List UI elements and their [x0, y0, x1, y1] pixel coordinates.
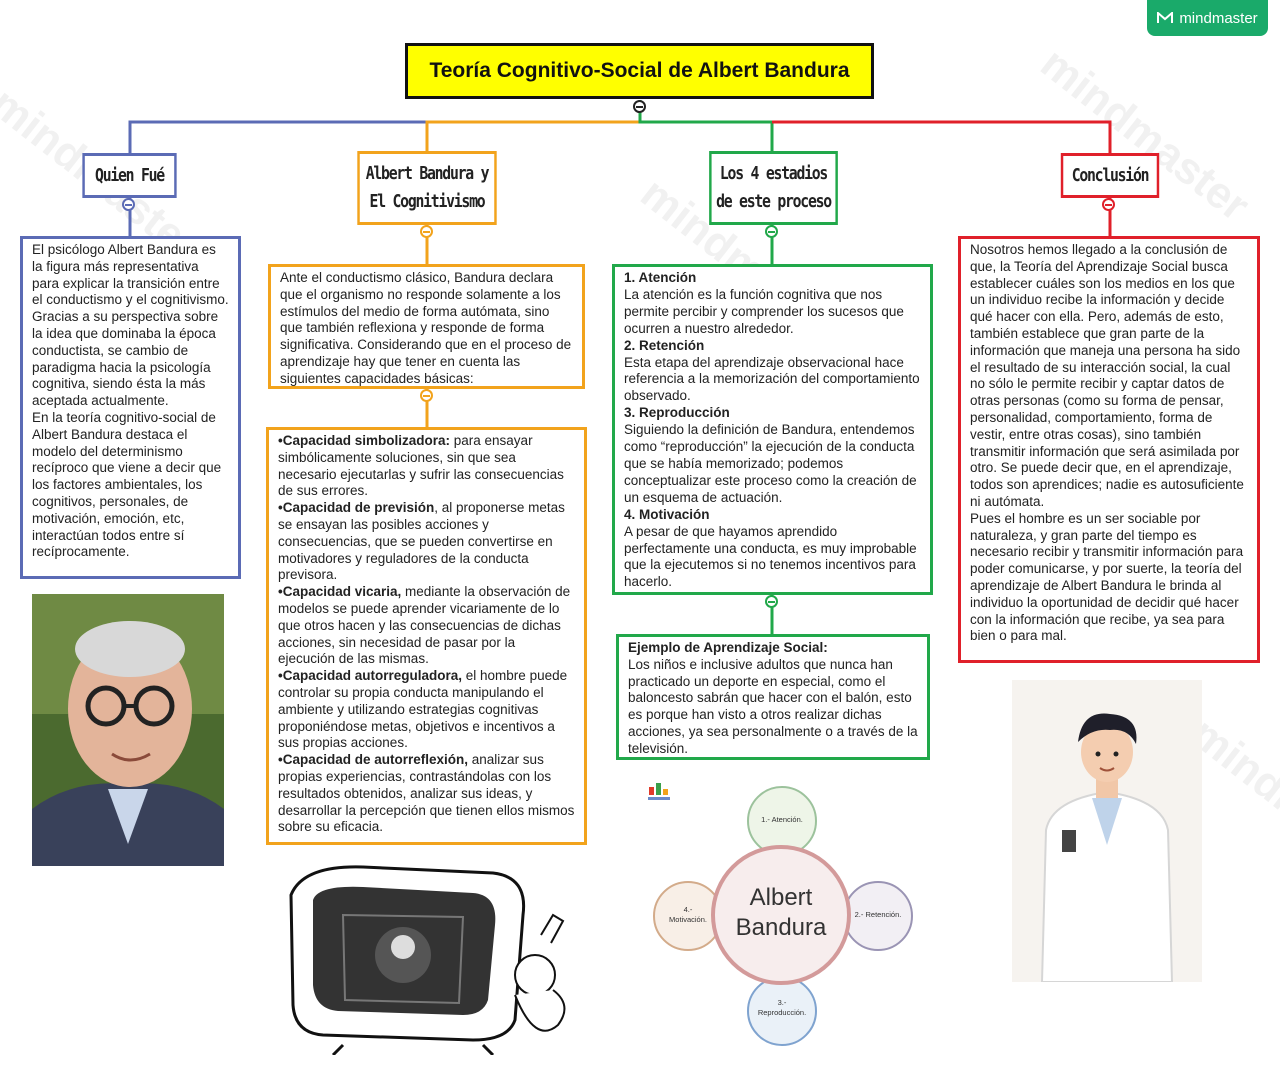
collapse-icon[interactable] — [122, 198, 135, 211]
capacidad-item: •Capacidad de autorreflexión, analizar s… — [278, 752, 575, 835]
connector-quien — [128, 100, 642, 153]
map-title: Teoría Cognitivo-Social de Albert Bandur… — [405, 43, 874, 99]
stage-label: 2.- Retención. — [854, 910, 902, 919]
collapse-icon[interactable] — [420, 225, 433, 238]
conclusion-text-box: Nosotros hemos llegado a la conclusión d… — [958, 236, 1260, 663]
estadio-heading: 3. Reproducción — [624, 405, 730, 421]
stage-label: 3.- Reproducción. — [757, 998, 807, 1017]
tv-cartoon-image — [283, 855, 578, 1055]
center-label: Albert Bandura — [735, 884, 827, 941]
doctor-illustration — [1012, 680, 1202, 982]
quien-text-box: El psicólogo Albert Bandura es la figura… — [20, 236, 241, 579]
stage-label: 4.- Motivación. — [669, 905, 707, 924]
brand-label: mindmaster — [1179, 9, 1258, 27]
capacidad-item: •Capacidad autorreguladora, el hombre pu… — [278, 668, 568, 751]
ejemplo-box: Ejemplo de Aprendizaje Social: Los niños… — [616, 634, 930, 760]
branch-conclusion-title: Conclusión — [1060, 153, 1160, 198]
cognitivismo-intro-box: Ante el conductismo clásico, Bandura dec… — [268, 264, 585, 389]
capacidad-item: •Capacidad vicaria, mediante la observac… — [278, 584, 571, 667]
stages-diagram-shapes — [653, 786, 913, 1046]
connector-estadios — [638, 100, 774, 153]
mindmaster-logo-icon — [1157, 12, 1174, 23]
connector-cognitivismo — [425, 120, 640, 153]
collapse-icon[interactable] — [1102, 198, 1115, 211]
collapse-icon[interactable] — [765, 595, 778, 608]
branch-estadios-title: Los 4 estadios de este proceso — [709, 151, 838, 225]
estadio-heading: 2. Retención — [624, 337, 705, 353]
bandura-photo — [32, 594, 224, 866]
stages-diagram: Albert Bandura 1.- Atención. 2.- Retenci… — [650, 785, 915, 1050]
estadio-text: Esta etapa del aprendizaje observacional… — [624, 354, 920, 404]
branch-quien-title: Quien Fué — [82, 153, 177, 198]
capacidades-box: •Capacidad simbolizadora: para ensayar s… — [266, 427, 587, 845]
estadio-heading: 1. Atención — [624, 270, 697, 285]
estadio-text: Siguiendo la definición de Bandura, ente… — [624, 422, 917, 505]
collapse-icon[interactable] — [420, 389, 433, 402]
collapse-icon[interactable] — [765, 225, 778, 238]
stage-label: 1.- Atención. — [761, 815, 803, 824]
branch-cognitivismo-title: Albert Bandura y El Cognitivismo — [357, 151, 497, 225]
capacidad-item: •Capacidad simbolizadora: para ensayar s… — [278, 433, 564, 499]
mindmaster-badge[interactable]: mindmaster — [1147, 0, 1268, 36]
collapse-icon[interactable] — [633, 100, 646, 113]
center-circle — [711, 845, 851, 985]
estadio-heading: 4. Motivación — [624, 506, 710, 522]
connector-conclusion — [772, 120, 1112, 153]
ejemplo-text: Los niños e inclusive adultos que nunca … — [628, 656, 918, 756]
estadio-text: La atención es la función cognitiva que … — [624, 286, 904, 336]
ejemplo-heading: Ejemplo de Aprendizaje Social: — [628, 640, 828, 655]
capacidad-item: •Capacidad de previsión, al proponerse m… — [278, 500, 565, 583]
estadios-box: 1. Atención La atención es la función co… — [612, 264, 933, 595]
small-logo-icon — [648, 783, 670, 800]
estadio-text: A pesar de que hayamos aprendido perfect… — [624, 523, 917, 590]
